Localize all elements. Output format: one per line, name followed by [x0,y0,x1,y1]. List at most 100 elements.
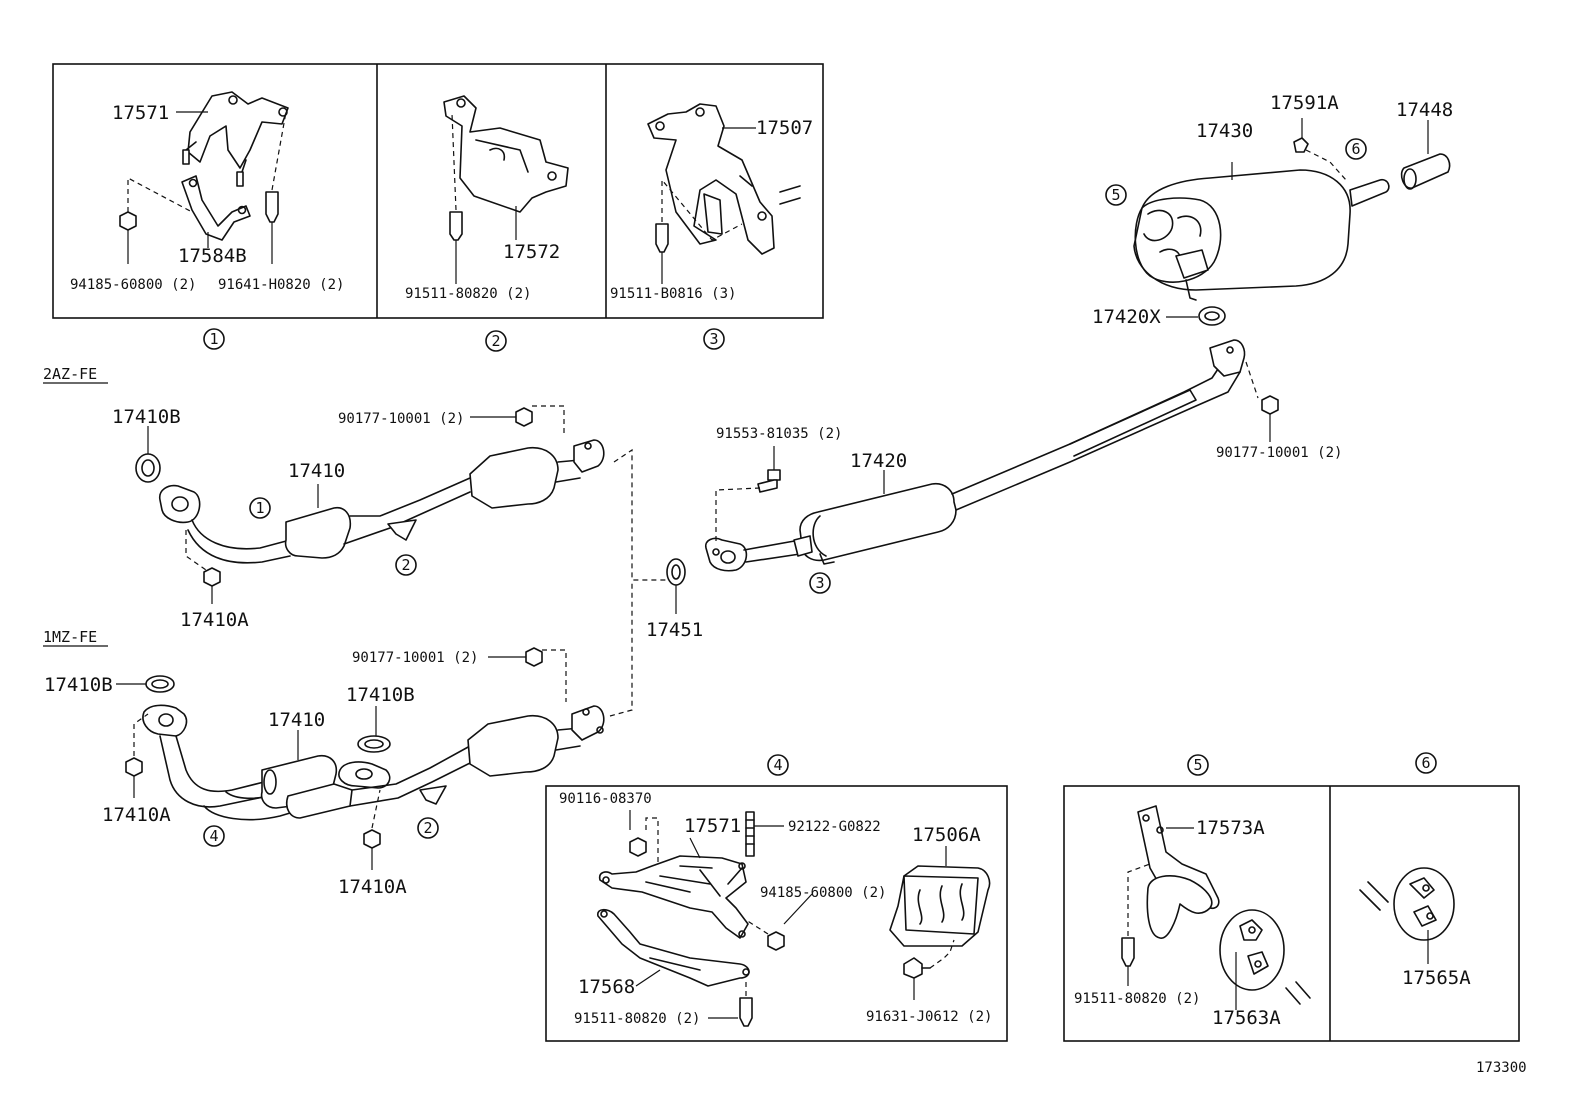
stud-nut-17410A-1mz-bottom-part [363,789,381,870]
callout-5-box: 5 [1187,754,1209,776]
svg-text:3: 3 [709,330,718,348]
screw-91631-part [903,939,955,1000]
svg-text:2: 2 [423,819,432,837]
label-17573A: 17573A [1196,817,1265,839]
stud-92122-part [745,811,784,857]
label-17571-box4: 17571 [684,815,741,837]
callout-6-box: 6 [1415,752,1437,774]
label-17410A-1mz-left: 17410A [102,804,171,826]
detail-box-5-6 [1063,785,1520,1042]
clamp-17584B-part [181,175,251,241]
bracket-17573A-part [1137,805,1220,939]
plate-17568-part [597,908,750,987]
bolt-91511-box5-part [1121,863,1151,986]
label-91511-80820-box5: 91511-80820 (2) [1074,991,1200,1007]
label-91553-81035: 91553-81035 (2) [716,426,842,442]
label-90177-10001-1mz: 90177-10001 (2) [352,650,478,666]
svg-text:2: 2 [491,332,500,350]
insulator-17506A-part [889,846,991,947]
svg-text:1: 1 [255,499,264,517]
gasket-17420X-part [1166,306,1226,326]
callout-4-1mz: 4 [203,825,225,847]
grommet-17591A-part [1293,118,1347,181]
gasket-17410B-2az-part [135,426,161,483]
label-91641-H0820: 91641-H0820 (2) [218,277,344,293]
svg-text:6: 6 [1421,754,1430,772]
svg-text:1: 1 [209,330,218,348]
gasket-17410B-1mz-mid-part [357,706,391,753]
label-90177-10001-right: 90177-10001 (2) [1216,445,1342,461]
stud-nut-17410A-2az-part [185,530,221,604]
engine-1MZ-FE: 1MZ-FE [43,628,97,646]
ring-17451-part [666,558,686,614]
label-91631-J0612: 91631-J0612 (2) [866,1009,992,1025]
label-90177-10001-2az: 90177-10001 (2) [338,411,464,427]
callout-2-1mz: 2 [417,817,439,839]
callout-2-top: 2 [485,330,507,352]
connector-1mz [609,580,633,717]
svg-text:2: 2 [401,556,410,574]
label-17572: 17572 [503,241,560,263]
label-17420X: 17420X [1092,306,1161,328]
label-17448: 17448 [1396,99,1453,121]
nut-94185-part [119,177,193,264]
label-91511-80820-box4: 91511-80820 (2) [574,1011,700,1027]
callout-3-center: 3 [809,572,831,594]
label-94185-60800: 94185-60800 (2) [70,277,196,293]
hanger-17565A-part [1359,867,1455,964]
connector-ring [613,448,666,581]
svg-text:3: 3 [815,574,824,592]
detail-box-1: 17571 17584B 94185-60800 (2) 91641-H0820… [52,63,824,319]
label-17410A-2az: 17410A [180,609,249,631]
nut-94185-box4-part [745,893,813,951]
label-17584B: 17584B [178,245,247,267]
svg-text:5: 5 [1111,186,1120,204]
label-17430: 17430 [1196,120,1253,142]
label-17410-2az: 17410 [288,460,345,482]
label-17410B-2az: 17410B [112,406,181,428]
label-17568: 17568 [578,976,635,998]
nut-90177-1mz-part [488,647,567,702]
bolt-91511-part [449,113,463,284]
callout-4-box: 4 [767,754,789,776]
svg-text:4: 4 [209,827,218,845]
stud-nut-17410A-1mz-left-part [125,713,149,798]
callout-3-top: 3 [703,328,725,350]
label-17410A-1mz-bottom: 17410A [338,876,407,898]
callout-1-top: 1 [203,328,225,350]
bolt-91553-part [715,446,781,542]
svg-text:4: 4 [773,756,782,774]
label-17565A: 17565A [1402,967,1471,989]
detail-box-2: 17572 91511-80820 (2) [405,95,569,302]
heat-shield-17571-part [598,855,749,939]
label-17506A: 17506A [912,824,981,846]
front-pipe-17410-2az-part [158,439,605,564]
label-90116-08370: 90116-08370 [559,791,652,807]
callout-1-2az: 1 [249,497,271,519]
engine-2AZ-FE: 2AZ-FE [43,365,97,383]
bracket-17572-part [443,95,569,213]
nut-90116-part [629,810,659,864]
svg-text:6: 6 [1351,140,1360,158]
gasket-17410B-1mz-top-part [116,675,175,693]
nut-90177-right-part [1261,395,1279,442]
nut-90177-2az-part [470,405,565,436]
detail-box-3: 17507 91511-B0816 (3) [610,103,813,302]
tail-pipe-17448-part [1400,120,1451,190]
label-17591A: 17591A [1270,92,1339,114]
label-91511-80820: 91511-80820 (2) [405,286,531,302]
label-17563A: 17563A [1212,1007,1281,1029]
callout-6-muffler: 6 [1345,138,1367,160]
label-17571: 17571 [112,102,169,124]
label-91511-B0816: 91511-B0816 (3) [610,286,736,302]
bolt-91511-B0816-part [655,178,743,284]
center-pipe-17420-part [704,339,1259,572]
label-92122-G0822: 92122-G0822 [788,819,881,835]
tail-muffler-17430-part [1133,162,1390,301]
front-pipe-17410-1mz-part [142,704,605,821]
callout-2-2az: 2 [395,554,417,576]
label-17410B-1mz-mid: 17410B [346,684,415,706]
bracket-17571-part [182,91,289,187]
diagram-id: 173300 [1476,1060,1527,1076]
bolt-91641-part [265,111,287,264]
